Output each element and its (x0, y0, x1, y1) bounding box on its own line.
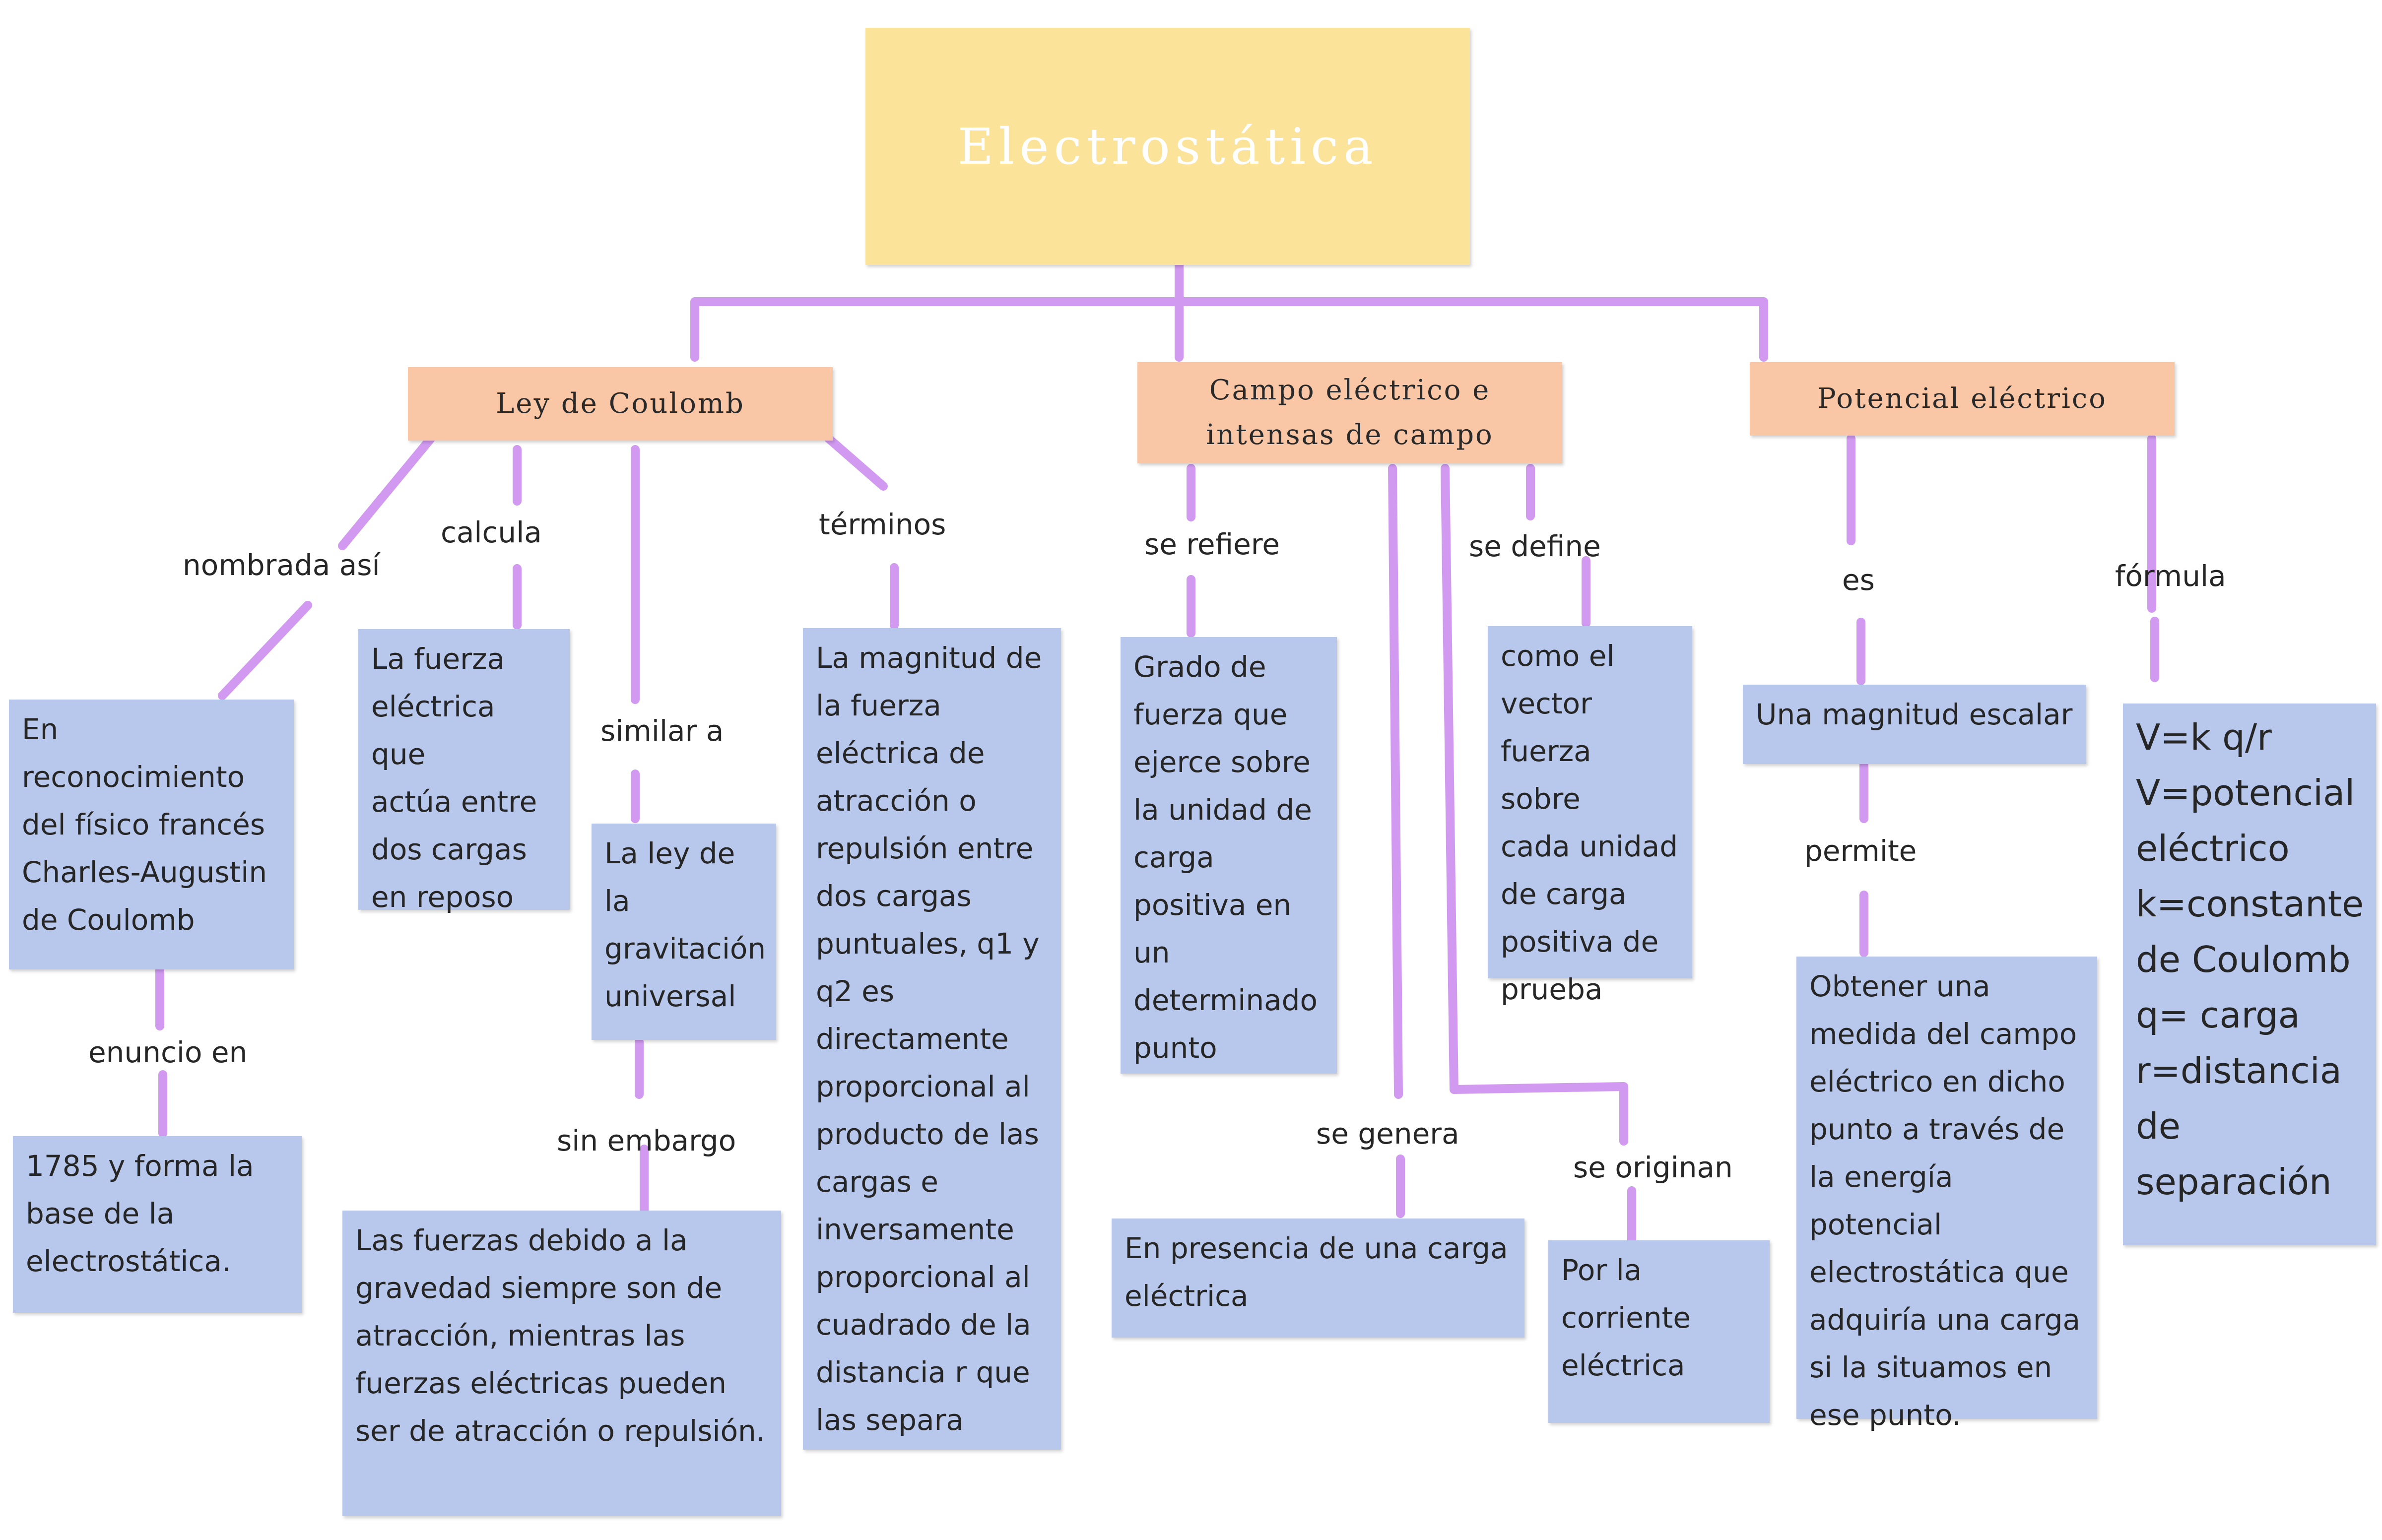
node-corriente-electrica: Por la corriente eléctrica (1548, 1240, 1770, 1423)
node-presencia-carga: En presencia de una carga eléctrica (1112, 1219, 1524, 1338)
node-fuerza-electrica: La fuerza eléctrica que actúa entre dos … (358, 629, 570, 914)
node-magnitud-escalar: Una magnitud escalar (1743, 685, 2086, 764)
label-similar-a: similar a (600, 714, 724, 748)
label-terminos: términos (819, 508, 946, 541)
topic-potencial-electrico: Potencial eléctrico (1750, 362, 2175, 436)
topic-ley-de-coulomb-label: Ley de Coulomb (496, 387, 745, 420)
label-permite: permite (1804, 834, 1917, 868)
root-title: Electrostática (957, 117, 1378, 176)
topic-ley-de-coulomb: Ley de Coulomb (408, 367, 833, 441)
label-calcula: calcula (441, 515, 542, 549)
node-magnitud-fuerza: La magnitud de la fuerza eléctrica de at… (803, 628, 1061, 1450)
label-nombrada-asi: nombrada así (183, 548, 380, 582)
node-vector-fuerza: como el vector fuerza sobre cada unidad … (1488, 626, 1692, 1006)
node-ley-gravitacion: La ley de la gravitación universal (592, 824, 776, 1040)
node-obtener-medida: Obtener una medida del campo eléctrico e… (1796, 957, 2097, 1432)
topic-campo-electrico-label: Campo eléctrico e intensas de campo (1206, 374, 1494, 451)
label-enuncio-en: enuncio en (88, 1035, 248, 1069)
label-se-define: se define (1469, 529, 1601, 563)
node-reconocimiento: En reconocimiento del físico francés Cha… (9, 700, 294, 969)
label-formula: fórmula (2115, 559, 2226, 593)
node-anio-1785: 1785 y forma la base de la electrostátic… (13, 1136, 302, 1313)
label-se-originan: se originan (1573, 1151, 1733, 1184)
topic-campo-electrico: Campo eléctrico e intensas de campo (1137, 362, 1562, 463)
label-sin-embargo: sin embargo (557, 1124, 736, 1157)
root-title-box: Electrostática (865, 28, 1470, 265)
node-grado-de-fuerza: Grado de fuerza que ejerce sobre la unid… (1121, 637, 1337, 1074)
label-es: es (1842, 563, 1875, 597)
label-se-genera: se genera (1316, 1117, 1459, 1151)
topic-potencial-electrico-label: Potencial eléctrico (1817, 383, 2108, 415)
label-se-refiere: se refiere (1144, 527, 1280, 561)
node-fuerzas-gravedad: Las fuerzas debido a la gravedad siempre… (342, 1211, 781, 1516)
node-formula-potencial: V=k q/r V=potencial eléctrico k=constant… (2123, 704, 2376, 1245)
